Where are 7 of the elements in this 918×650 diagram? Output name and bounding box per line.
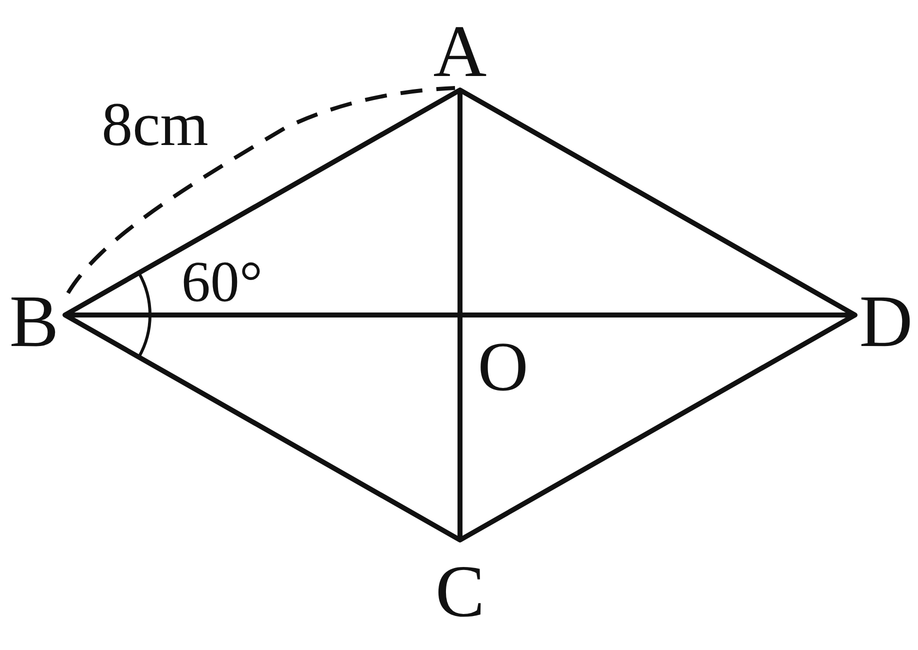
point-label: D [859, 285, 913, 359]
point-label: B [9, 285, 59, 359]
point-label: A [433, 15, 487, 89]
dimension-label: 8cm [102, 94, 208, 156]
angle-label: 60° [181, 253, 263, 311]
point-label: O [478, 333, 528, 403]
point-label: C [435, 555, 485, 629]
